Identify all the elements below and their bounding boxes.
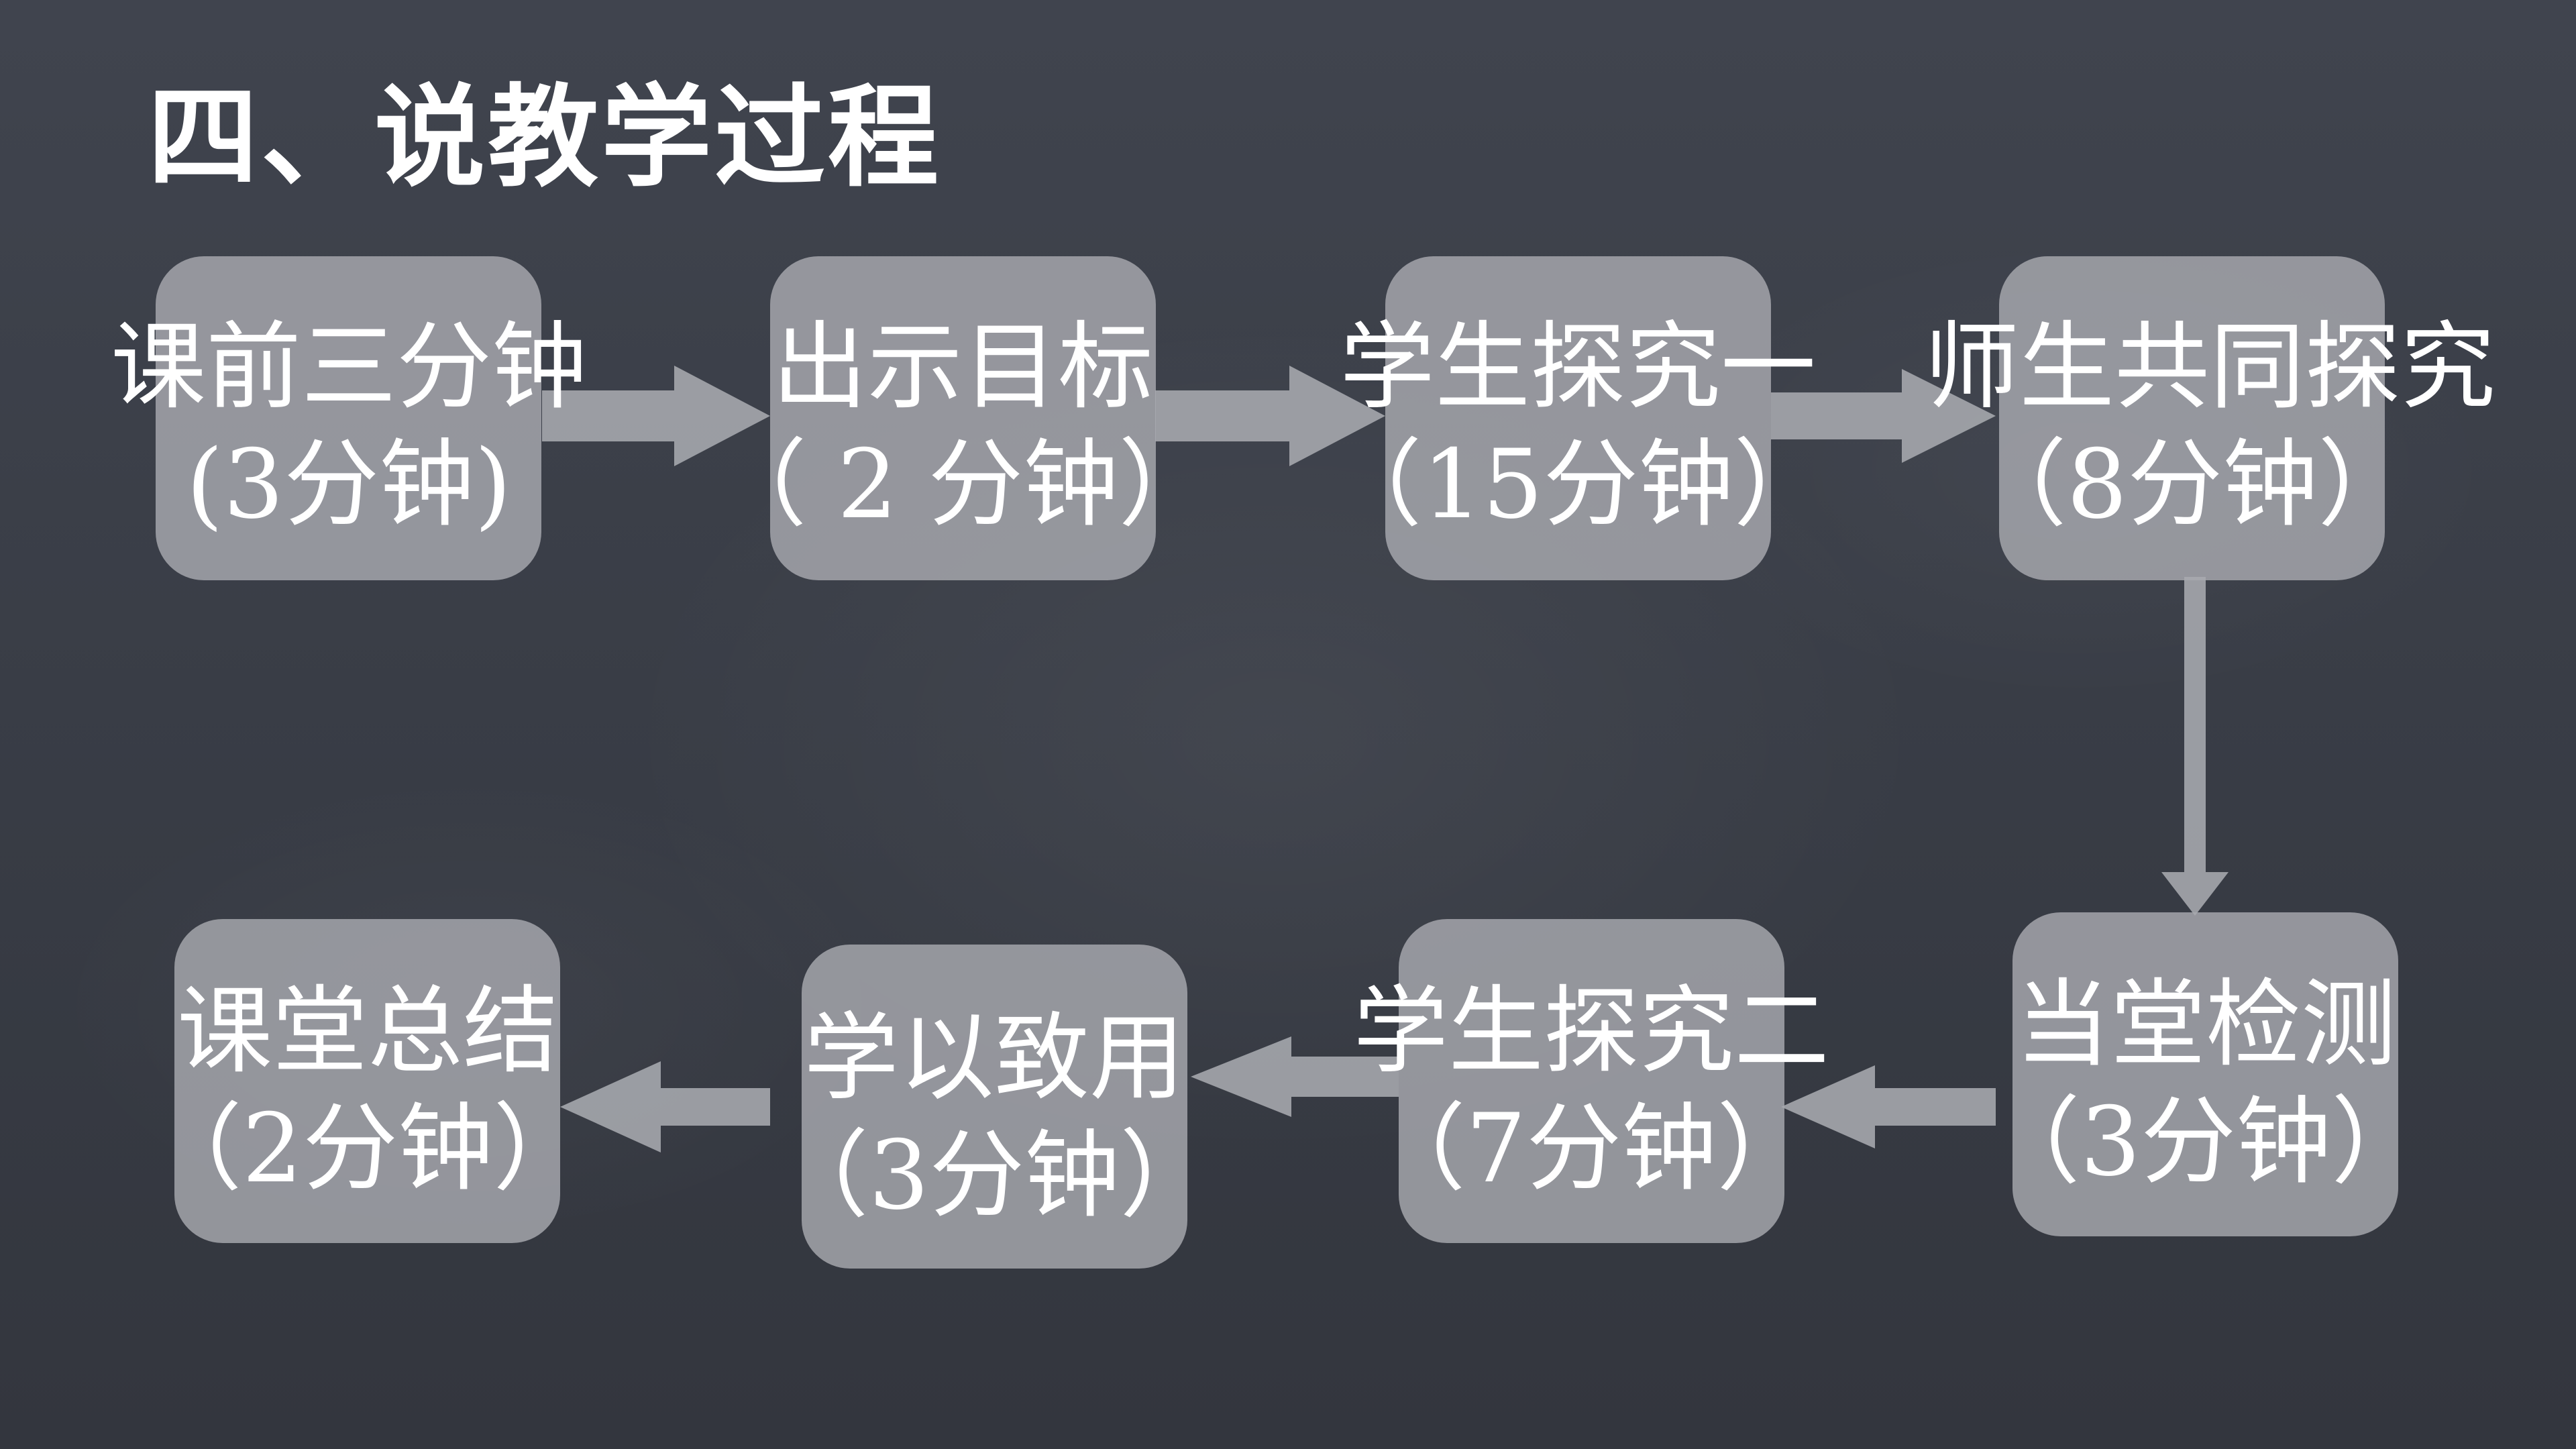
step-name: 师生共同探究 xyxy=(1924,312,2496,423)
step-box-2 xyxy=(770,256,1156,580)
step-box-1 xyxy=(156,256,541,580)
step-duration: （8分钟） xyxy=(1971,429,2414,540)
step-label-4: 师生共同探究 （8分钟） xyxy=(1924,309,2496,543)
step-name: 出示目标 xyxy=(772,312,1153,423)
step-name: 学以致用 xyxy=(804,1003,1185,1114)
step-label-3: 学生探究一 （15分钟） xyxy=(1309,309,1846,543)
step-duration: （ 2 分钟） xyxy=(711,429,1214,540)
step-duration: （7分钟） xyxy=(1370,1093,1813,1204)
slide-title: 四、说教学过程 xyxy=(148,73,941,202)
step-box-8 xyxy=(174,919,560,1243)
arrow-step4-to-step5 xyxy=(2161,577,2229,916)
step-name: 课前三分钟 xyxy=(111,312,587,423)
step-name: 课堂总结 xyxy=(177,976,558,1087)
step-duration: （2分钟） xyxy=(146,1093,589,1204)
step-duration: (3分钟) xyxy=(186,429,512,540)
step-box-3 xyxy=(1385,256,1771,580)
step-label-5: 当堂检测 （3分钟） xyxy=(1937,966,2474,1201)
step-box-6 xyxy=(1399,919,1784,1243)
step-box-5 xyxy=(2012,912,2398,1236)
step-name: 当堂检测 xyxy=(2015,969,2396,1080)
step-name: 学生探究一 xyxy=(1340,312,1816,423)
step-duration: （15分钟） xyxy=(1326,429,1829,540)
step-label-7: 学以致用 （3分钟） xyxy=(726,1000,1263,1234)
step-label-1: 课前三分钟 (3分钟) xyxy=(80,309,617,543)
step-label-8: 课堂总结 （2分钟） xyxy=(99,973,636,1208)
step-box-4 xyxy=(1999,256,2385,580)
step-name: 学生探究二 xyxy=(1353,976,1829,1087)
step-box-7 xyxy=(802,945,1187,1269)
step-label-6: 学生探究二 （7分钟） xyxy=(1323,973,1860,1208)
step-duration: （3分钟） xyxy=(773,1120,1216,1231)
step-duration: （3分钟） xyxy=(1984,1087,2427,1197)
step-label-2: 出示目标 （ 2 分钟） xyxy=(694,309,1231,543)
